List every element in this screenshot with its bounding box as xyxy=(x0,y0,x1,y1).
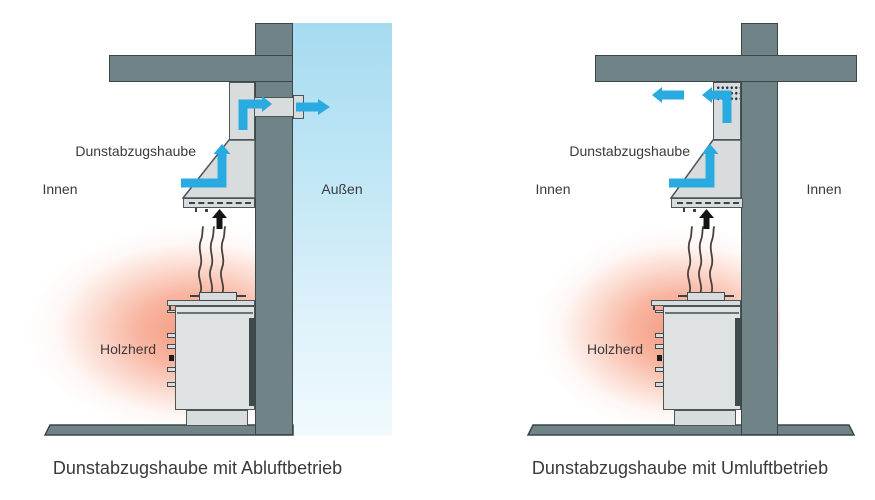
zone-label-innen-left: Innen xyxy=(42,181,78,197)
pot-handle-right xyxy=(725,295,734,297)
stove-label-left-diagram: Holzherd xyxy=(99,341,157,357)
wood-stove-body xyxy=(663,306,741,410)
stove-knob xyxy=(167,367,176,372)
wood-stove-body xyxy=(175,306,255,410)
stove-knob xyxy=(167,333,176,338)
hood-lamp-mark xyxy=(195,208,197,212)
outside-region xyxy=(293,23,392,435)
cooking-pot xyxy=(687,292,725,301)
stove-knob-dark xyxy=(169,355,174,361)
stove-wall-shadow xyxy=(249,318,255,406)
grease-filter-dashes xyxy=(189,202,251,204)
airflow-outside-arrow-icon xyxy=(296,99,330,115)
cooktop-bracket xyxy=(169,306,171,310)
caption-abluftbetrieb: Dunstabzugshaube mit Abluftbetrieb xyxy=(52,458,343,478)
wall-left-diagram xyxy=(255,23,293,435)
recirculation-room-arrow-icon xyxy=(652,87,684,103)
stove-knob xyxy=(167,382,176,387)
stove-plinth xyxy=(186,410,248,426)
cooking-pot xyxy=(199,292,237,301)
stove-knob xyxy=(655,367,664,372)
cooktop-bracket xyxy=(653,306,655,310)
steam-arrow-icon xyxy=(212,209,227,229)
pot-handle-left xyxy=(678,295,687,297)
airflow-through-wall-arrow-icon xyxy=(238,96,272,130)
stove-knob xyxy=(655,333,664,338)
stove-knob xyxy=(167,344,176,349)
zone-label-innen-right-diagram-left: Innen xyxy=(535,181,571,197)
zone-label-aussen: Außen xyxy=(321,181,363,197)
stove-knob xyxy=(655,344,664,349)
zone-label-innen-right-diagram-right: Innen xyxy=(806,181,842,197)
hood-lamp-mark xyxy=(683,208,685,212)
airflow-up-arrow-icon xyxy=(669,144,719,188)
hood-label-left-diagram: Dunstabzugshaube xyxy=(75,143,196,159)
hood-switch-mark xyxy=(693,209,696,212)
airflow-up-arrow-icon xyxy=(181,144,231,188)
stove-hinge xyxy=(167,310,176,313)
ceiling-beam-right-diagram xyxy=(595,55,857,82)
steam-arrow-icon xyxy=(699,209,714,229)
stove-label-right-diagram: Holzherd xyxy=(586,341,644,357)
stove-top-line xyxy=(665,312,739,314)
stove-knob xyxy=(655,382,664,387)
stove-top-line xyxy=(177,312,253,314)
heat-waves-icon xyxy=(687,226,715,297)
stove-hinge xyxy=(655,310,664,313)
heat-waves-icon xyxy=(198,226,226,297)
stove-wall-shadow xyxy=(735,318,741,406)
ceiling-beam-left-diagram xyxy=(109,55,293,82)
grease-filter-dashes-recirc xyxy=(677,202,739,204)
stove-knob-dark xyxy=(657,355,662,361)
hood-label-right-diagram: Dunstabzugshaube xyxy=(569,143,690,159)
recirculation-left-arrow-icon xyxy=(702,87,732,123)
pot-handle-right xyxy=(237,295,246,297)
stove-plinth xyxy=(674,410,736,426)
caption-umluftbetrieb: Dunstabzugshaube mit Umluftbetrieb xyxy=(531,458,829,478)
wall-right-diagram xyxy=(741,23,778,435)
pot-handle-left xyxy=(190,295,199,297)
hood-switch-mark xyxy=(205,209,208,212)
